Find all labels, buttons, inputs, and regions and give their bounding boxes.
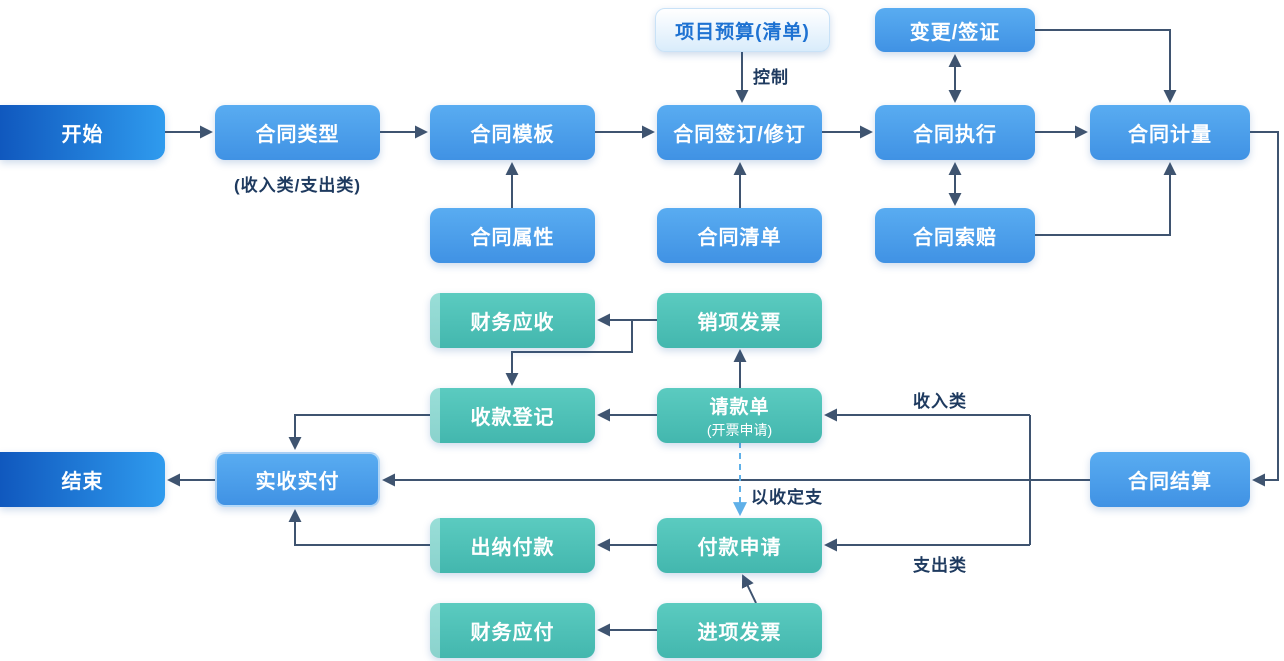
edge-measure-to-settle: [1250, 131, 1279, 487]
node-receipt-register: 收款登记: [430, 388, 595, 443]
node-contract-type: 合同类型: [215, 105, 380, 160]
node-input-invoice: 进项发票: [657, 603, 822, 658]
node-pay-apply: 付款申请: [657, 518, 822, 573]
label-type-note: (收入类/支出类): [233, 176, 362, 195]
node-cashier-pay: 出纳付款: [430, 518, 595, 573]
node-finance-receivable: 财务应收: [430, 293, 595, 348]
node-actual-pay: 实收实付: [215, 452, 380, 507]
label-income-type: 收入类: [913, 392, 967, 411]
node-finance-payable: 财务应付: [430, 603, 595, 658]
label-control: 控制: [753, 68, 789, 87]
node-output-invoice: 销项发票: [657, 293, 822, 348]
node-start: 开始: [0, 105, 165, 160]
edge-input-invoice-to-pay-apply: [741, 574, 757, 604]
edge-change-visa-to-measure: [1035, 29, 1177, 103]
node-contract-settle: 合同结算: [1090, 452, 1250, 507]
edge-junction-to-receipt-register: [505, 320, 633, 386]
node-project-budget: 项目预算(清单): [655, 8, 830, 52]
edge-claim-to-measure: [1035, 162, 1177, 236]
payment-request-label: 请款单: [709, 396, 770, 418]
node-contract-execute: 合同执行: [875, 105, 1035, 160]
label-pay-by-receipt: 以收定支: [751, 488, 823, 507]
edge-cashier-to-actual-pay: [288, 509, 430, 546]
edge-receipt-register-to-actual-pay: [288, 414, 430, 450]
node-contract-claim: 合同索赔: [875, 208, 1035, 263]
node-contract-list: 合同清单: [657, 208, 822, 263]
label-expense-type: 支出类: [913, 556, 967, 575]
node-contract-measure: 合同计量: [1090, 105, 1250, 160]
node-contract-attribute: 合同属性: [430, 208, 595, 263]
node-contract-sign: 合同签订/修订: [657, 105, 822, 160]
payment-request-sublabel: (开票申请): [706, 421, 773, 438]
node-change-visa: 变更/签证: [875, 8, 1035, 52]
node-contract-template: 合同模板: [430, 105, 595, 160]
node-payment-request: 请款单 (开票申请): [657, 388, 822, 443]
node-end: 结束: [0, 452, 165, 507]
